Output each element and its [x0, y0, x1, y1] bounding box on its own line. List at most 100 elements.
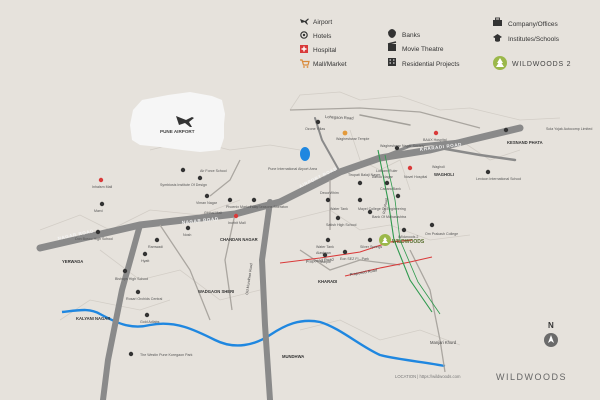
legend-item-movie: Movie Theatre: [387, 41, 444, 53]
lohegaon-road-label: Lohegaon Road: [325, 114, 354, 120]
poi-label: Rosari Orchids Central: [126, 297, 163, 301]
legend-item-residential: Residential Projects: [388, 58, 460, 68]
svg-text:Hotels: Hotels: [313, 33, 332, 40]
legend-item-hotels: Hotels: [300, 31, 332, 40]
poi-label: Wildwoods 2: [398, 235, 418, 239]
poi-label: Wagheshwar Temple: [336, 137, 369, 141]
proposed-road-label-1: Proposed Road: [306, 257, 334, 264]
poi-label: Nosh: [183, 233, 191, 237]
area-wagholi: WAGHOLI: [434, 172, 454, 177]
poi-label: Bishops High School: [115, 277, 148, 281]
proposed-road-label-2: Proposed Road: [349, 267, 377, 277]
footer-brand: WILDWOODS: [496, 372, 567, 382]
proposed-road-2: [344, 256, 433, 277]
poi-label: Silver Springs: [360, 245, 382, 249]
minor-roads: [159, 107, 481, 373]
location-note: LOCATION | https://wildwoods.com: [395, 374, 461, 379]
rail-road-label: Rail Road: [382, 198, 389, 214]
lake: [300, 147, 310, 161]
poi-label: Bank Of Maharashtra: [372, 215, 406, 219]
poi-labels: Ozone Villas Wagheshwar Temple Wagheshwa…: [75, 127, 592, 357]
poi-label: Om Prakash College: [425, 232, 458, 236]
svg-text:Company/Offices: Company/Offices: [508, 21, 558, 28]
svg-text:WILDWOODS 2: WILDWOODS 2: [512, 61, 571, 68]
poi-label: Eon SEZ Fl - Park: [340, 257, 369, 261]
poi-label: Ozone Villas: [305, 127, 325, 131]
cart-icon: [300, 59, 310, 66]
north-label: N: [548, 321, 554, 330]
area-wadgaon-sheri: WADGAON SHERI: [198, 289, 234, 294]
poi-label: Hyatt: [141, 259, 149, 263]
poi-label: Don Bosco High School: [75, 237, 113, 241]
poi-label: Lexicon International School: [476, 177, 521, 181]
poi-label: Water Tank: [330, 207, 348, 211]
poi-label: Lotham Ruler: [376, 169, 398, 173]
poi-label: Global Mall: [204, 211, 222, 215]
legend-item-mall: Mall/Market: [300, 59, 347, 68]
poi-label: Four Seasons Sheraton: [250, 205, 288, 209]
clapper-icon: [388, 44, 396, 51]
poi-label: Alaskaan: [316, 251, 331, 255]
poi-label: Pune International Airport Area: [268, 167, 317, 171]
poi-label: Tirupati Balaji Nayer: [348, 173, 381, 177]
bank-icon: [388, 29, 396, 38]
poi-label: Inhalsm Mall: [92, 185, 112, 189]
poi-label: The Westin Pune Koregaon Park: [140, 353, 193, 357]
poi-label: Wagholi: [432, 165, 445, 169]
legend-item-institutes: Institutes/Schools: [493, 34, 560, 43]
legend-item-airport: Airport: [300, 18, 332, 26]
poi-label: Canara Bank: [380, 187, 401, 191]
road-network: [36, 114, 524, 400]
proposed-link: [389, 239, 413, 243]
area-yerwada: YERWADA: [62, 259, 83, 264]
rail-line: [377, 149, 433, 313]
svg-text:Institutes/Schools: Institutes/Schools: [508, 36, 560, 43]
compass-icon: [544, 333, 558, 347]
poi-label: Sola Yojak Autocomp Limited: [546, 127, 592, 131]
kharadi-road-label: KHARADI ROAD: [420, 142, 463, 152]
wildwoods-label: WILDWOODS: [392, 239, 425, 245]
poi-label: DecorWhim: [320, 191, 339, 195]
hotel-icon: [300, 31, 308, 39]
nagar-road-label-2: NAGAR ROAD: [182, 216, 219, 225]
svg-text:Mall/Market: Mall/Market: [313, 61, 347, 68]
poi-label: Ashok Nagar: [372, 175, 394, 179]
poi-label: Viman Nagar: [196, 201, 218, 205]
area-kharadi: KHARADI: [318, 279, 337, 284]
area-chandan-nagar: CHANDAN NAGAR: [220, 237, 258, 242]
river: [61, 308, 446, 368]
poi-label: Satish High School: [326, 223, 357, 227]
svg-text:Movie Theatre: Movie Theatre: [402, 46, 444, 53]
poi-markers: [95, 119, 509, 357]
legend-item-banks: Banks: [388, 29, 421, 39]
airport-icon: [176, 116, 194, 127]
svg-text:Hospital: Hospital: [313, 47, 337, 54]
poi-label: Inorbit Mall: [228, 221, 246, 225]
poi-label: Symbiosis Institute Of Design: [160, 183, 207, 187]
legend-item-brand: WILDWOODS 2: [493, 56, 571, 70]
airport-zone: [130, 92, 225, 152]
poi-label: Gold Adlabs: [140, 320, 160, 324]
poi-label: Wagheshwar Nagar Society: [380, 144, 425, 148]
poi-label: Marvi: [94, 209, 103, 213]
rail-line-2: [384, 154, 441, 315]
svg-text:Airport: Airport: [313, 19, 332, 26]
legend-item-hospital: Hospital: [300, 45, 337, 54]
wildwoods-marker: [379, 234, 391, 246]
old-mundhwa-road-label: Old Mundhwa Road: [245, 263, 253, 295]
airport-label: PUNE AIRPORT: [160, 129, 195, 134]
area-mundhwa: MUNDHWA: [282, 354, 304, 359]
poi-label: Novel Hospital: [404, 175, 427, 179]
svg-text:Banks: Banks: [402, 32, 421, 39]
airport-icon: [300, 18, 309, 25]
poi-label: Ramwadi: [148, 245, 163, 249]
legend: Airport Hotels Hospital Mall/Market Bank…: [300, 17, 571, 70]
poi-label: Marple: [320, 260, 331, 264]
area-kalyani-nagar: KALYANI NAGAR: [76, 316, 110, 321]
legend-item-company: Company/Offices: [493, 17, 558, 28]
poi-label: Air Force School: [200, 169, 227, 173]
poi-label: BAAX Hospital: [423, 138, 447, 142]
briefcase-icon: [493, 20, 502, 26]
